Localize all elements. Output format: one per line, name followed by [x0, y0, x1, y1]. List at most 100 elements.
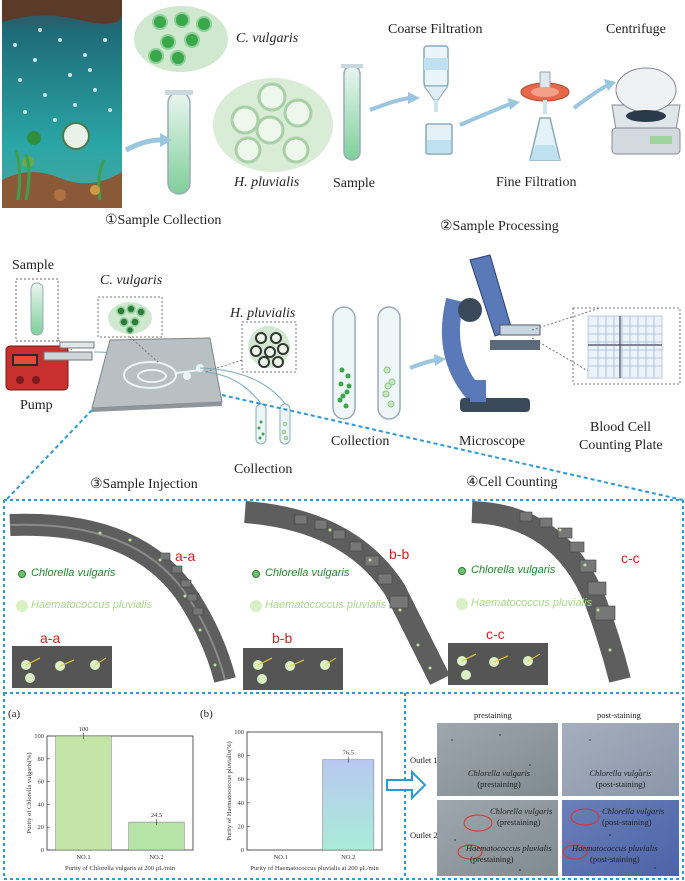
y-tick-label: 100 [234, 729, 244, 736]
row-outlet2: Outlet 2 [410, 830, 438, 840]
inset-title-a: a-a [40, 630, 61, 646]
force-inset-2 [243, 648, 343, 690]
sample-tube [341, 64, 363, 161]
y-tick-label: 40 [238, 800, 245, 807]
legend-hp-2: Haematococcus pluvialis [265, 599, 387, 611]
y-tick-label: 0 [241, 847, 244, 854]
hp-magnified-circle [213, 78, 333, 172]
bar [55, 735, 112, 851]
legend-cv-2: Chlorella vulgaris [265, 567, 350, 579]
arrow-1 [124, 137, 161, 153]
bar-value-label: 100 [79, 726, 89, 733]
collection-tube-1 [165, 90, 193, 195]
channel-panel-3 [471, 501, 631, 683]
step1-title: ①Sample Collection [105, 213, 222, 228]
m22-name2: Haematococcus pluvialis [572, 843, 658, 853]
m21-name1: Chlorella vulgaris [490, 806, 553, 816]
pump-label: Pump [20, 398, 53, 413]
s3-cv-label: C. vulgaris [100, 273, 163, 288]
step4-title: ④Cell Counting [466, 475, 558, 490]
m22-state1: (post-staining) [602, 817, 652, 827]
bar-value-label: 76.5 [343, 750, 354, 757]
fine-filtration-label: Fine Filtration [496, 175, 577, 190]
m21-state1: (prestaining) [497, 817, 541, 827]
m12-name: Chlorella vulgaris [589, 768, 652, 778]
chart-a-panel-label: (a) [8, 708, 21, 720]
section-mark-c: c-c [621, 550, 640, 566]
legend-cv-3: Chlorella vulgaris [471, 564, 556, 576]
y-tick-label: 20 [238, 823, 245, 830]
s3-sample-label: Sample [12, 258, 54, 273]
coarse-filtration-label: Coarse Filtration [388, 22, 483, 37]
inset-title-c: c-c [486, 626, 505, 642]
x-tick-label: NO.1 [274, 854, 288, 861]
plate-label-line2: Counting Plate [579, 438, 663, 453]
m22-state2: (post-staining) [590, 854, 640, 864]
bar [128, 821, 185, 851]
ocean-scene [2, 0, 122, 208]
y-tick-label: 20 [38, 824, 45, 831]
section-mark-b: b-b [389, 546, 410, 562]
x-tick-label: NO.2 [341, 854, 355, 861]
centrifuge [611, 67, 681, 155]
micrograph-grid [437, 723, 679, 876]
syringe-pump [5, 341, 95, 391]
m11-name: Chlorella vulgaris [467, 768, 531, 778]
x-axis-label: Purity of Chlorella vulgaris at 200 μL/m… [65, 865, 176, 872]
cv-magnified-circle [134, 6, 228, 72]
plot-frame [246, 731, 383, 851]
microscope-label: Microscope [459, 434, 526, 449]
collection-tubes-large [332, 306, 401, 420]
counting-plate [572, 307, 681, 385]
col-prestaining: prestaining [474, 710, 512, 720]
chart-b-panel-label: (b) [200, 708, 213, 720]
force-inset-1 [12, 646, 112, 688]
y-tick-label: 100 [34, 733, 44, 740]
y-axis-label: Purity of Haematococcus pluvialis(%) [226, 741, 233, 840]
plot-frame [46, 735, 194, 851]
legend-hp-1: Haematococcus pluvialis [31, 599, 153, 611]
y-tick-label: 80 [38, 756, 45, 763]
m21-state2: (prestaining) [470, 854, 514, 864]
y-tick-label: 60 [38, 779, 45, 786]
s2-sample-label: Sample [333, 176, 375, 191]
col-poststaining: post-staining [597, 710, 641, 720]
section-mark-a: a-a [175, 548, 196, 564]
result-arrow [386, 769, 427, 801]
row-outlet1: Outlet 1 [410, 755, 438, 765]
inset-title-b: b-b [272, 630, 293, 646]
centrifuge-label: Centrifuge [606, 22, 666, 37]
bar-value-label: 24.5 [151, 812, 162, 819]
s3-collection-label: Collection [234, 462, 293, 477]
sample-tube-box [15, 278, 59, 342]
y-tick-label: 40 [38, 801, 45, 808]
step2-title: ②Sample Processing [440, 219, 559, 234]
bar [322, 759, 375, 851]
x-axis-label: Purity of Haematococcus pluvialis at 200… [250, 865, 379, 872]
plate-label-line1: Blood Cell [590, 420, 652, 435]
channel-panel-2 [244, 501, 450, 685]
legend-cv-1: Chlorella vulgaris [31, 567, 116, 579]
step3-title: ③Sample Injection [90, 477, 198, 492]
microfluidic-chip [91, 337, 223, 412]
x-tick-label: NO.1 [76, 854, 90, 861]
y-tick-label: 0 [41, 847, 44, 854]
y-tick-label: 80 [238, 753, 245, 760]
coarse-filter [423, 45, 453, 155]
x-tick-label: NO.2 [149, 854, 163, 861]
force-inset-3 [448, 643, 548, 685]
m11-state: (prestaining) [477, 779, 521, 789]
fine-filter [520, 71, 570, 161]
s4-collection-label: Collection [331, 434, 390, 449]
m22-name1: Chlorella vulgaris [602, 806, 665, 816]
m21-name2: Haematococcus pluvialis [466, 843, 552, 853]
s3-hp-label: H. pluvialis [230, 306, 296, 321]
channel-panel-1 [9, 513, 236, 683]
y-axis-label: Purity of Chlorella vulgaris(%) [26, 752, 33, 833]
m12-state: (post-staining) [595, 779, 646, 789]
y-tick-label: 60 [238, 776, 245, 783]
s1-cv-label: C. vulgaris [236, 31, 299, 46]
